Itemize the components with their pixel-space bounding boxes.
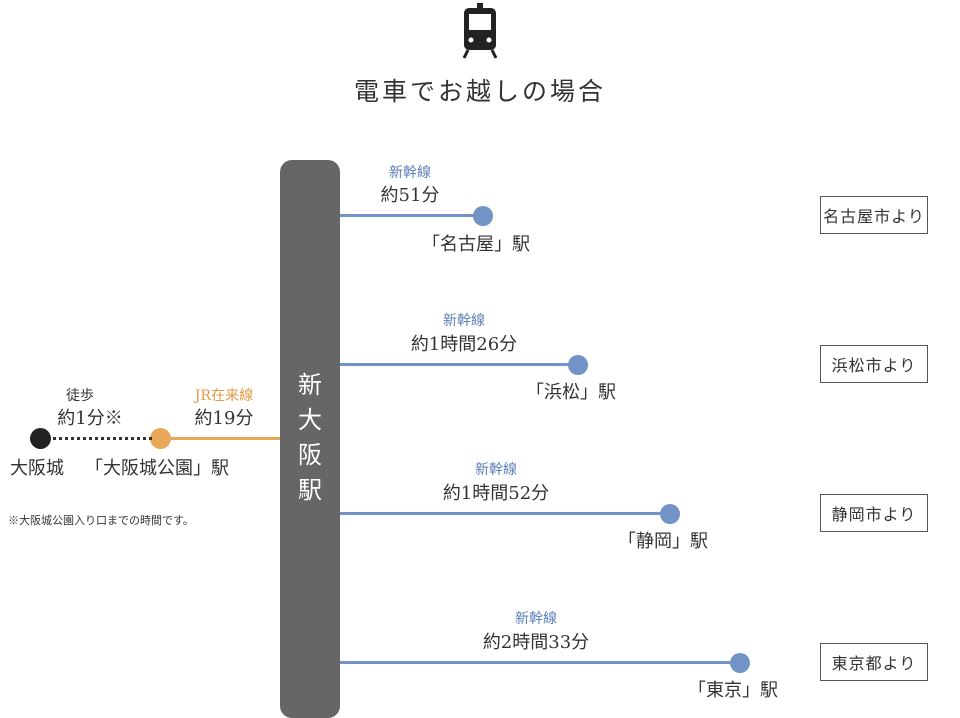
walk-time: 約1分※: [57, 408, 123, 429]
footnote: ※大阪城公園入り口までの時間です。: [8, 514, 194, 527]
station-dot: [473, 206, 493, 226]
jr-time: 約19分: [194, 408, 254, 429]
destination-dot: [30, 428, 51, 449]
station-dot: [660, 504, 680, 524]
route-line: [340, 214, 483, 217]
route-time: 約51分: [380, 185, 440, 206]
route-line: [340, 512, 670, 515]
hub-label-char: 新: [298, 371, 322, 399]
origin-box: 名古屋市より: [820, 196, 928, 234]
origin-box: 浜松市より: [820, 345, 928, 383]
station-dot: [730, 653, 750, 673]
route-line-name: 新幹線: [389, 165, 431, 181]
jr-line-name: JR在来線: [194, 388, 254, 404]
route-time: 約2時間33分: [482, 632, 590, 653]
station-dot: [568, 355, 588, 375]
origin-box: 静岡市より: [820, 494, 928, 532]
route-line-name: 新幹線: [443, 313, 485, 329]
station-label: 「東京」駅: [688, 680, 778, 701]
hub-label: 新 大 阪 駅: [280, 368, 340, 508]
station-label: 「浜松」駅: [526, 382, 616, 403]
route-line: [340, 363, 578, 366]
destination-label: 大阪城: [10, 458, 64, 479]
jr-route-line: [160, 437, 280, 440]
route-time: 約1時間26分: [410, 334, 518, 355]
hub-label-char: 駅: [298, 476, 322, 504]
route-line-name: 新幹線: [515, 611, 557, 627]
route-time: 約1時間52分: [442, 483, 550, 504]
walk-label: 徒歩: [66, 388, 94, 404]
page-title: 電車でお越しの場合: [353, 77, 606, 106]
hub-label-char: 大: [298, 406, 322, 434]
hub-bar: [280, 160, 340, 718]
train-icon: [458, 0, 502, 62]
walk-route-line: [40, 437, 152, 440]
station-label: 「大阪城公園」駅: [85, 458, 229, 479]
origin-box: 東京都より: [820, 643, 928, 681]
station-dot: [150, 428, 171, 449]
route-line: [340, 661, 740, 664]
route-line-name: 新幹線: [475, 462, 517, 478]
hub-label-char: 阪: [298, 441, 322, 469]
station-label: 「名古屋」駅: [422, 234, 530, 255]
station-label: 「静岡」駅: [618, 531, 708, 552]
